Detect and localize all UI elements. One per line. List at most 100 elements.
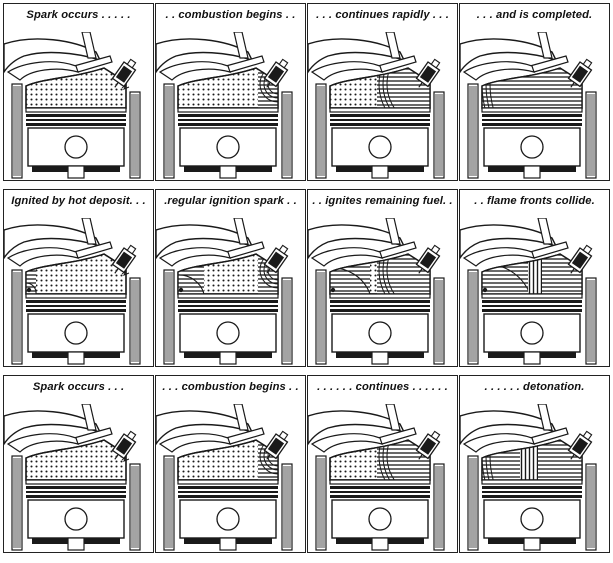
piston-ring bbox=[26, 300, 126, 303]
valve-stem bbox=[233, 32, 249, 59]
cylinder-wall-left bbox=[467, 83, 479, 179]
flame-front-arc bbox=[489, 68, 582, 108]
engine-cylinder-illustration bbox=[156, 218, 293, 365]
chamber-outline bbox=[329, 253, 431, 295]
spark-plug-insulator bbox=[571, 251, 589, 269]
connecting-rod bbox=[219, 351, 237, 365]
piston-ring bbox=[178, 309, 278, 312]
chamber-outline bbox=[177, 439, 279, 481]
cylinder-wall-right bbox=[129, 463, 141, 551]
valve-stem bbox=[385, 218, 401, 245]
diagram-panel: Ignited by hot deposit. . . bbox=[3, 189, 154, 367]
panel-caption: . . . combustion begins . . bbox=[162, 381, 299, 393]
spark-plug bbox=[567, 58, 593, 88]
cylinder-wall-right bbox=[585, 463, 597, 551]
chamber-outline bbox=[329, 439, 431, 481]
piston-crown bbox=[177, 293, 279, 299]
piston-ring bbox=[178, 495, 278, 498]
valve-stem bbox=[537, 404, 553, 431]
valve-stem bbox=[81, 218, 97, 245]
piston-ring bbox=[26, 114, 126, 117]
spark-plug-electrode bbox=[266, 82, 271, 88]
connecting-rod bbox=[371, 351, 389, 365]
flame-front-arc bbox=[386, 68, 430, 108]
spark-plug-electrode bbox=[266, 454, 271, 460]
panel-caption: . . combustion begins . . bbox=[165, 9, 296, 21]
piston-crown bbox=[25, 293, 127, 299]
chamber-outline bbox=[177, 253, 279, 295]
engine-cylinder-illustration bbox=[308, 32, 445, 179]
flame-front-arc bbox=[259, 254, 278, 289]
spark-plug-insulator bbox=[571, 65, 589, 83]
piston-ring bbox=[482, 119, 582, 121]
piston-ring bbox=[330, 114, 430, 117]
piston-ring bbox=[330, 495, 430, 498]
panel-caption: . . . and is completed. bbox=[476, 9, 593, 21]
cylinder-wall-right bbox=[433, 277, 445, 365]
connecting-rod bbox=[67, 537, 85, 551]
cylinder-head bbox=[460, 38, 558, 74]
engine-cylinder-illustration bbox=[460, 218, 597, 365]
spark-plug-terminal bbox=[582, 430, 593, 441]
intake-port bbox=[462, 433, 535, 453]
piston-crown bbox=[481, 293, 583, 299]
piston-pin bbox=[520, 321, 544, 345]
panel-caption: . . . . . . continues . . . . . . bbox=[317, 381, 448, 393]
diagram-panel: . . combustion begins . . bbox=[155, 3, 306, 181]
piston-ring bbox=[178, 123, 278, 126]
spark-plug bbox=[111, 430, 137, 460]
spark-plug-terminal bbox=[126, 58, 137, 69]
spark-plug-insulator bbox=[115, 251, 133, 269]
engine-cylinder-illustration bbox=[4, 32, 141, 179]
panel-caption: Ignited by hot deposit. . . bbox=[11, 195, 146, 207]
connecting-rod bbox=[523, 165, 541, 179]
flame-collision-zone bbox=[528, 254, 542, 294]
diagram-row-preignition: Ignited by hot deposit. . . .regular ign… bbox=[3, 189, 610, 367]
spark-plug bbox=[111, 244, 137, 274]
flame-front-arc bbox=[382, 68, 430, 108]
valve-stem bbox=[385, 32, 401, 59]
chamber-outline bbox=[481, 253, 583, 295]
preignition-flame-front bbox=[26, 282, 37, 294]
panel-caption: . . ignites remaining fuel. . bbox=[312, 195, 453, 207]
flame-front-arc bbox=[382, 254, 430, 294]
spark-plug-electrode bbox=[114, 268, 119, 274]
cylinder-head bbox=[308, 410, 406, 446]
cylinder-head bbox=[4, 410, 102, 446]
piston-pin bbox=[368, 507, 392, 531]
spark-plug-electrode bbox=[266, 268, 271, 274]
engine-cylinder-illustration bbox=[156, 32, 293, 179]
spark-plug-insulator bbox=[267, 65, 285, 83]
engine-cylinder-illustration bbox=[460, 32, 597, 179]
spark-plug-insulator bbox=[267, 251, 285, 269]
spark-plug bbox=[567, 430, 593, 460]
valve-stem bbox=[537, 32, 553, 59]
piston-crown bbox=[329, 293, 431, 299]
intake-port bbox=[6, 61, 79, 81]
intake-port bbox=[310, 247, 383, 267]
piston-pin bbox=[64, 507, 88, 531]
spark-plug-terminal bbox=[582, 244, 593, 255]
piston-ring bbox=[482, 486, 582, 489]
chamber-outline bbox=[25, 253, 127, 295]
piston-ring bbox=[26, 123, 126, 126]
flame-front-arc bbox=[259, 440, 278, 475]
spark-plug-terminal bbox=[278, 244, 289, 255]
piston-ring bbox=[178, 491, 278, 493]
piston-ring bbox=[178, 119, 278, 121]
cylinder-wall-right bbox=[281, 277, 293, 365]
piston-ring bbox=[330, 300, 430, 303]
cylinder-wall-left bbox=[467, 455, 479, 551]
spark-plug-insulator bbox=[419, 65, 437, 83]
piston-ring bbox=[330, 305, 430, 307]
piston-ring bbox=[482, 114, 582, 117]
chamber-outline bbox=[481, 439, 583, 481]
intake-port bbox=[310, 433, 383, 453]
spark-plug-electrode bbox=[418, 268, 423, 274]
cylinder-head bbox=[308, 224, 406, 260]
piston-ring bbox=[482, 123, 582, 126]
connecting-rod bbox=[67, 351, 85, 365]
engine-cylinder-illustration bbox=[4, 404, 141, 551]
spark-plug-terminal bbox=[430, 430, 441, 441]
